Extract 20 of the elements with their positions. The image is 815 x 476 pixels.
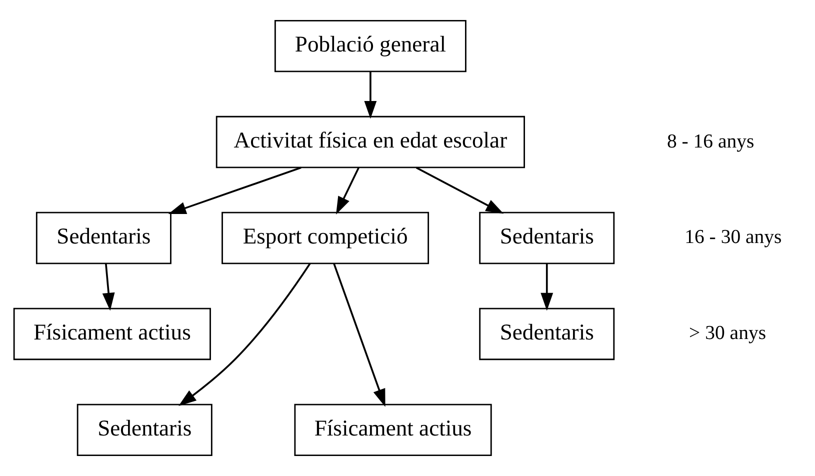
node-box: Sedentaris — [36, 212, 172, 264]
label: 16 - 30 anys — [684, 226, 782, 248]
arrow — [168, 166, 302, 214]
arrow — [416, 166, 504, 214]
arrow — [333, 263, 386, 407]
arrow — [178, 262, 311, 406]
arrow — [102, 264, 115, 311]
node-box: Població general — [274, 20, 466, 72]
arrow — [336, 168, 360, 214]
node-box: Sedentaris — [479, 212, 615, 264]
node-box: Sedentaris — [76, 404, 212, 456]
arrow — [540, 264, 554, 311]
label: 8 - 16 anys — [666, 130, 754, 152]
node-box: Sedentaris — [479, 308, 615, 360]
node-box: Activitat física en edat escolar — [216, 116, 525, 168]
node-box: Físicament actius — [294, 404, 492, 456]
node-box: Físicament actius — [13, 308, 211, 360]
label: > 30 anys — [689, 322, 766, 344]
arrow — [364, 72, 377, 119]
node-box: Esport competició — [222, 212, 430, 264]
